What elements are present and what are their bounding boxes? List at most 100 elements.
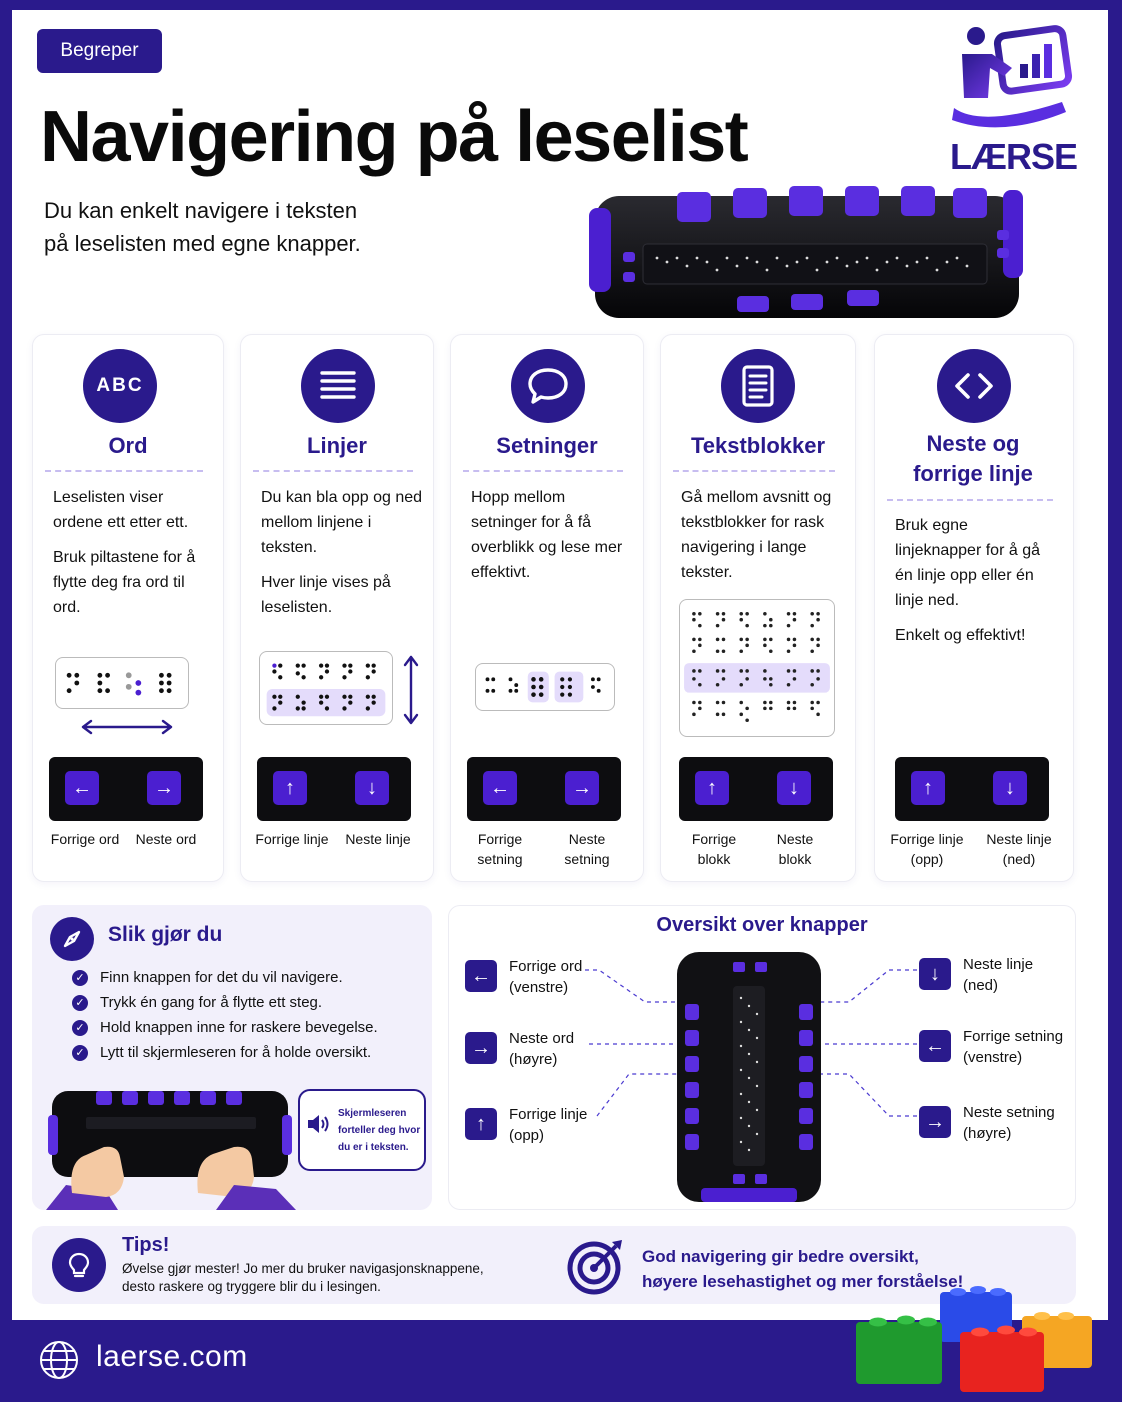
- right-arrow-key[interactable]: →: [919, 1106, 951, 1138]
- left-arrow-key[interactable]: ←: [465, 960, 497, 992]
- key-label: Forrige blokk: [691, 831, 737, 867]
- up-arrow-key[interactable]: ↑: [695, 771, 729, 805]
- tips-line: desto raskere og tryggere blir du i lesi…: [122, 1279, 381, 1294]
- card-tekstblokker: Tekstblokker Gå mellom avsnitt og tekstb…: [660, 334, 856, 882]
- overview-item-right-arrow: → Neste setning (høyre): [919, 1102, 1055, 1144]
- key-label: Neste setning: [564, 831, 610, 867]
- down-arrow-key[interactable]: ↓: [993, 771, 1027, 805]
- card-title: Tekstblokker: [690, 433, 826, 458]
- logo-mark-icon: [952, 25, 1073, 128]
- website-link[interactable]: laerse.com: [96, 1340, 248, 1373]
- braille-sentence-illustration: [475, 663, 615, 711]
- card-setninger: Setninger Hopp mellom setninger for å få…: [450, 334, 644, 882]
- step-text: Finn knappen for det du vil navigere.: [100, 969, 343, 986]
- card-neste-forrige-linje: Neste og forrige linje Bruk egne linjekn…: [874, 334, 1074, 882]
- overview-label-line: Forrige ord: [509, 958, 583, 975]
- overview-label: Forrige setning (venstre): [963, 1026, 1063, 1068]
- tips-text: Øvelse gjør mester! Jo mer du bruker nav…: [122, 1260, 484, 1296]
- divider: [673, 470, 835, 472]
- overview-item-up-arrow: ↑ Forrige linje(opp): [465, 1104, 587, 1146]
- overview-item-right-arrow: → Neste ord (høyre): [465, 1028, 574, 1070]
- overview-label-line: (høyre): [963, 1125, 1012, 1142]
- braille-block-illustration: [679, 599, 835, 737]
- intro-text: Du kan enkelt navigere i teksten på lese…: [44, 194, 464, 260]
- up-arrow-key[interactable]: ↑: [465, 1108, 497, 1140]
- key-pad: ↑ ↓: [679, 757, 833, 821]
- howto-title: Slik gjør du: [108, 923, 223, 946]
- divider: [887, 499, 1053, 501]
- overview-label: Neste linje(ned): [963, 954, 1033, 996]
- globe-icon: [40, 1341, 78, 1379]
- right-arrow-key[interactable]: →: [465, 1032, 497, 1064]
- connector-lines: [585, 969, 917, 1117]
- overview-label-line: Neste ord: [509, 1030, 575, 1047]
- overview-label-line: Neste setning: [963, 1104, 1055, 1121]
- card-paragraph: Bruk piltastene for å flytte deg fra ord…: [53, 549, 196, 616]
- overview-label-line: Neste linje: [963, 956, 1034, 973]
- right-arrow-key[interactable]: →: [565, 771, 599, 805]
- card-title: Neste og forrige linje: [913, 431, 1033, 486]
- overview-item-left-arrow: ← Forrige ord (venstre): [465, 956, 582, 998]
- down-arrow-key[interactable]: ↓: [355, 771, 389, 805]
- overview-label-line: (venstre): [963, 1049, 1023, 1066]
- key-label: Neste linje (ned): [986, 831, 1052, 867]
- overview-label-line: (høyre): [509, 1051, 558, 1068]
- goal-line: høyere lesehastighet og mer forståelse!: [642, 1272, 964, 1291]
- tips-title: Tips!: [122, 1234, 170, 1256]
- check-icon: ✓: [72, 1045, 88, 1061]
- braille-display-front-image: [677, 952, 821, 1202]
- overview-label-line: Forrige linje: [509, 1106, 588, 1123]
- intro-line-2: på leselisten med egne knapper.: [44, 231, 361, 256]
- card-paragraph: Hver linje vises på leselisten.: [261, 574, 391, 616]
- card-text: Bruk egne linjeknapper for å gå én linje…: [895, 513, 1053, 658]
- key-label: Forrige ord: [50, 831, 120, 847]
- howto-steps: ✓ Finn knappen for det du vil navigere. ✓…: [72, 969, 378, 1069]
- overview-label-line: Forrige setning: [963, 1028, 1064, 1045]
- left-arrow-key[interactable]: ←: [919, 1030, 951, 1062]
- card-title: Linjer: [307, 433, 367, 458]
- overview-label: Forrige linje(opp): [509, 1104, 587, 1146]
- key-pad: ↑ ↓: [895, 757, 1049, 821]
- hands-on-braille-display-image: [46, 1091, 296, 1210]
- card-paragraph: Du kan bla opp og ned mellom linjene i t…: [261, 489, 423, 556]
- up-arrow-key[interactable]: ↑: [911, 771, 945, 805]
- left-arrow-key[interactable]: ←: [483, 771, 517, 805]
- braille-display-device-image: [589, 186, 1023, 318]
- overview-label: Forrige ord (venstre): [509, 956, 582, 998]
- goal-text: God navigering gir bedre oversikt, høyer…: [642, 1244, 963, 1294]
- tips-panel: Tips! Øvelse gjør mester! Jo mer du bruk…: [32, 1226, 1076, 1304]
- card-paragraph: Enkelt og effektivt!: [895, 627, 1026, 644]
- right-arrow-key[interactable]: →: [147, 771, 181, 805]
- step-text: Hold knappen inne for raskere bevegelse.: [100, 1019, 378, 1036]
- overview-label: Neste setning (høyre): [963, 1102, 1055, 1144]
- card-title: Ord: [108, 433, 148, 458]
- overview-title: Oversikt over knapper: [656, 914, 868, 936]
- speech-bubble-icon: [511, 349, 585, 423]
- tips-line: Øvelse gjør mester! Jo mer du bruker nav…: [122, 1261, 484, 1276]
- infographic-page: Begreper Navigering på leselist Du kan e…: [12, 10, 1108, 1322]
- overview-item-down-arrow: ↓ Neste linje(ned): [919, 954, 1033, 996]
- key-label: Forrige linje (opp): [890, 831, 964, 867]
- divider: [463, 470, 623, 472]
- check-icon: ✓: [72, 1020, 88, 1036]
- laerse-logo: LÆRSE: [942, 24, 1082, 177]
- overview-label-line: (venstre): [509, 979, 569, 996]
- card-paragraph: Gå mellom avsnitt og tekstblokker for ra…: [681, 489, 832, 581]
- up-arrow-key[interactable]: ↑: [273, 771, 307, 805]
- step-item: ✓ Hold knappen inne for raskere bevegelse…: [72, 1019, 378, 1037]
- down-arrow-key[interactable]: ↓: [919, 958, 951, 990]
- left-arrow-key[interactable]: ←: [65, 771, 99, 805]
- bubble-text: Skjermleseren forteller deg hvor du er i…: [338, 1108, 421, 1153]
- check-icon: ✓: [72, 970, 88, 986]
- down-arrow-key[interactable]: ↓: [777, 771, 811, 805]
- intro-line-1: Du kan enkelt navigere i teksten: [44, 198, 358, 223]
- speaker-icon: [308, 1115, 329, 1133]
- abc-icon: ABC: [83, 349, 157, 423]
- card-title: Setninger: [496, 433, 598, 458]
- card-linjer: Linjer Du kan bla opp og ned mellom linj…: [240, 334, 434, 882]
- card-paragraph: Leselisten viser ordene ett etter ett.: [53, 489, 189, 531]
- toy-bricks-image: [856, 1286, 1092, 1392]
- key-pad: ← →: [467, 757, 621, 821]
- lines-icon: [301, 349, 375, 423]
- page-title: Navigering på leselist: [40, 97, 749, 177]
